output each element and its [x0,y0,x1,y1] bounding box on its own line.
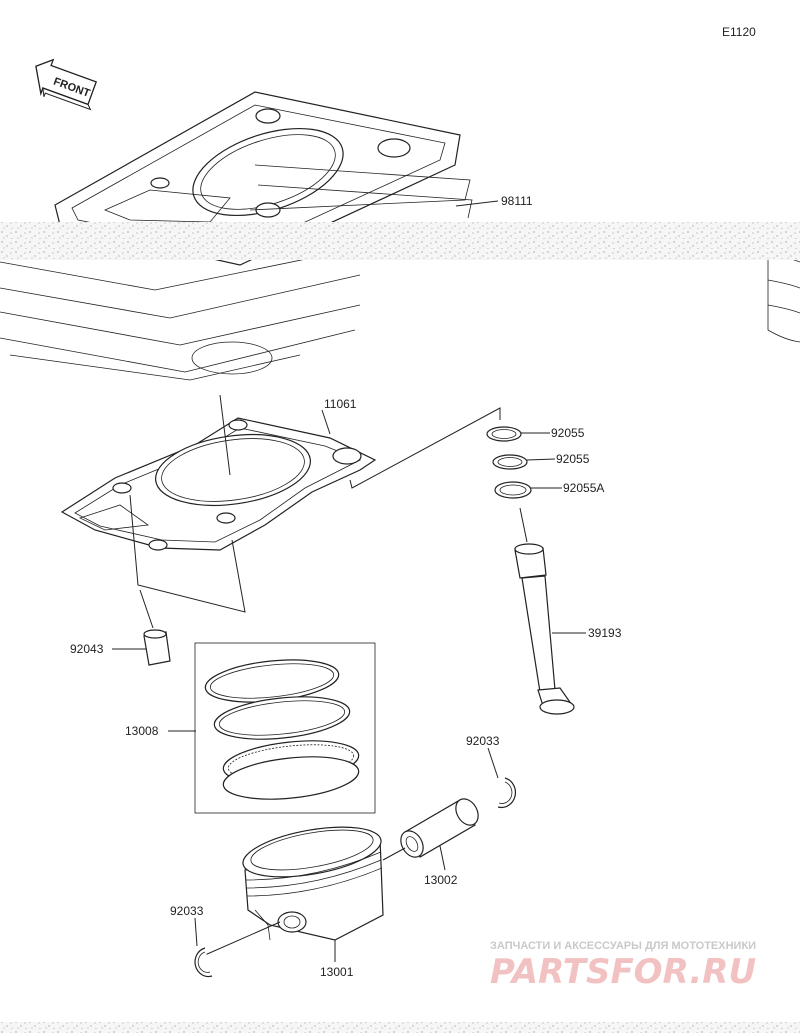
callout-pipe: 39193 [588,626,622,640]
callout-piston: 13001 [320,965,354,979]
piston-rings [204,659,360,800]
leader-circlip-right [487,747,499,779]
piston-pin [400,798,479,858]
leader-oring-2 [526,458,556,461]
oring-2 [492,454,528,470]
callout-ring-set: 13008 [125,724,159,738]
circlip-left [194,947,213,978]
ring-set-box [194,642,376,814]
ref-line-pipe [519,507,528,543]
callout-gasket: 11061 [324,397,357,411]
callout-circlip-right: 92033 [466,734,500,748]
cylinder-block [0,91,800,381]
front-arrow-icon: FRONT [35,58,98,111]
scan-noise-bottom [0,1022,800,1033]
scan-noise-band [0,222,800,260]
base-gasket [60,417,377,551]
callout-circlip-left: 92033 [170,904,204,918]
dowel-pin [143,629,171,666]
callout-piston-pin: 13002 [424,873,458,887]
ref-line-dowel-2 [139,589,154,629]
watermark-caption: ЗАПЧАСТИ И АКСЕССУАРЫ ДЛЯ МОТОТЕХНИКИ [490,940,756,952]
callout-oring-3: 92055A [563,481,604,495]
callout-cylinder: 98111 [501,194,533,208]
callout-dowel: 92043 [70,642,104,656]
ref-line-dowel [129,494,246,613]
watermark-brand: PARTSFOR.RU [490,952,756,992]
leader-circlip-left [194,917,198,947]
page-code: E1120 [722,25,756,39]
leader-gasket [321,409,331,435]
piston [242,826,384,941]
ref-line-circlip-left [204,921,281,956]
leader-cylinder [455,200,499,207]
callout-oring-2: 92055 [556,452,590,466]
circlip-right [497,777,516,809]
callout-oring-1: 92055 [551,426,585,440]
ref-line-gasket-right [349,407,501,489]
ref-line-pin [382,847,406,861]
oring-3 [494,481,532,499]
ref-line-gasket-top [219,394,231,476]
oring-1 [486,426,522,442]
oil-pipe [514,543,575,715]
leader-piston-pin [439,845,446,871]
